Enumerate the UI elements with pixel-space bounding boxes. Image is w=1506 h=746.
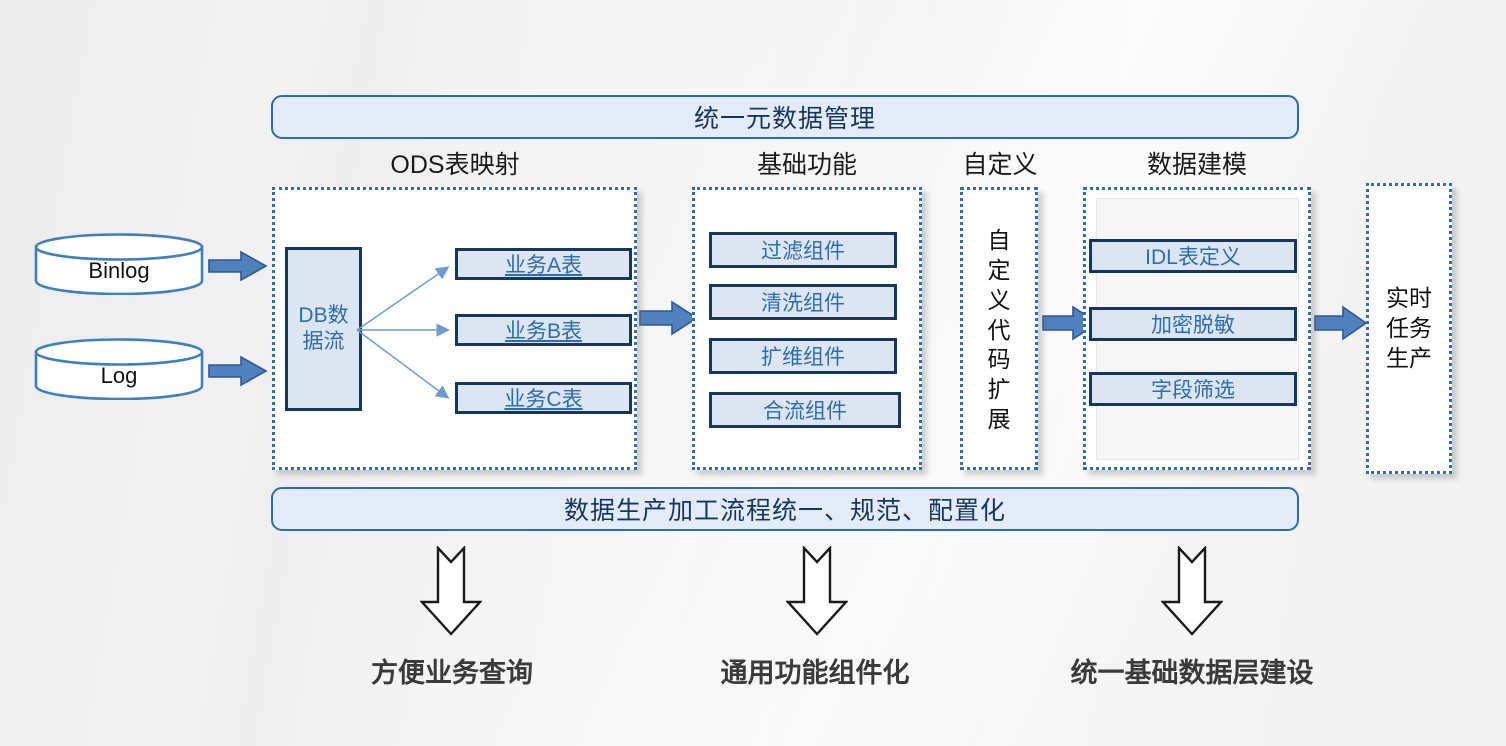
output-line-1: 实时: [1386, 285, 1432, 312]
right-arrow-icon: [1314, 305, 1368, 341]
source-label-binlog: Binlog: [88, 258, 150, 283]
database-cylinder-icon: [34, 233, 204, 296]
connector-arrow-ods-to-basic: [639, 300, 699, 341]
custom-char-3: 义: [987, 286, 1011, 313]
box-component-filter[interactable]: 过滤组件: [709, 232, 897, 268]
fanout-arrow-to-table-c: [356, 329, 450, 399]
box-encryption-masking[interactable]: 加密脱敏: [1089, 307, 1297, 341]
outcome-label-unified-base-data-layer: 统一基础数据层建设: [1070, 658, 1314, 688]
box-component-dimension-expansion[interactable]: 扩维组件: [709, 338, 897, 374]
custom-char-7: 展: [987, 406, 1011, 433]
custom-char-4: 代: [987, 316, 1011, 343]
right-arrow-icon: [208, 250, 268, 282]
section-title-ods-mapping: ODS表映射: [390, 151, 520, 179]
label-realtime-task-production: 实时 任务 生产: [1374, 283, 1444, 375]
source-label-log: Log: [100, 363, 138, 388]
output-line-2: 任务: [1386, 315, 1432, 342]
box-component-cleaning[interactable]: 清洗组件: [709, 284, 897, 320]
box-field-filtering[interactable]: 字段筛选: [1089, 372, 1297, 406]
panel-realtime-task-production: [1366, 183, 1452, 474]
section-title-data-modeling: 数据建模: [1146, 151, 1247, 179]
down-arrow-icon: [1160, 544, 1224, 636]
custom-char-6: 扩: [987, 376, 1011, 403]
down-arrow-icon: [419, 544, 483, 636]
database-cylinder-icon: [34, 338, 204, 401]
box-business-table-a[interactable]: 业务A表: [455, 248, 632, 280]
right-arrow-icon: [208, 355, 268, 387]
connector-arrow-binlog-to-ods: [208, 250, 268, 287]
custom-char-5: 码: [987, 346, 1011, 373]
connector-arrow-modeling-to-output: [1314, 305, 1368, 346]
down-arrow-icon: [785, 544, 849, 636]
box-business-table-c[interactable]: 业务C表: [455, 382, 632, 414]
banner-unified-metadata-management: 统一元数据管理: [271, 95, 1299, 139]
label-custom-code-extension: 自 定 义 代 码 扩 展: [968, 226, 1030, 433]
source-cylinder-binlog: Binlog: [34, 233, 204, 296]
outcome-arrow-2: [785, 544, 849, 636]
box-db-data-stream-line2: 据流: [302, 330, 345, 353]
section-title-custom: 自定义: [962, 151, 1038, 179]
box-component-merge-stream[interactable]: 合流组件: [709, 392, 901, 428]
box-db-data-stream-line1: DB数: [298, 304, 349, 328]
right-arrow-icon: [639, 300, 699, 336]
source-cylinder-log: Log: [34, 338, 204, 401]
panel-custom-code: [960, 187, 1038, 470]
custom-char-2: 定: [987, 256, 1011, 283]
box-db-data-stream[interactable]: DB数 据流: [285, 247, 362, 411]
banner-unified-data-production-process: 数据生产加工流程统一、规范、配置化: [271, 487, 1299, 531]
output-line-3: 生产: [1386, 344, 1432, 371]
outcome-label-convenient-business-query: 方便业务查询: [371, 658, 533, 688]
connector-arrow-log-to-ods: [208, 355, 268, 392]
section-title-basic-functions: 基础功能: [756, 151, 857, 179]
outcome-arrow-1: [419, 544, 483, 636]
custom-char-1: 自: [987, 226, 1011, 253]
box-idl-table-definition[interactable]: IDL表定义: [1089, 239, 1297, 273]
outcome-arrow-3: [1160, 544, 1224, 636]
fanout-arrow-to-table-a: [356, 266, 450, 331]
fanout-arrows-group: [356, 266, 450, 399]
box-business-table-b[interactable]: 业务B表: [455, 314, 632, 346]
outcome-label-general-function-componentization: 通用功能组件化: [720, 658, 910, 688]
